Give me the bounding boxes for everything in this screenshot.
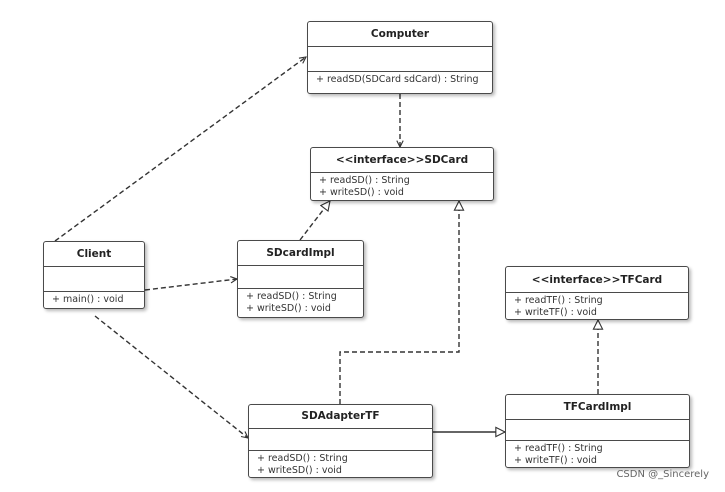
class-tfcard[interactable]: <<interface>>TFCard + readTF() : String …	[505, 266, 689, 320]
operation: + readSD() : String	[246, 291, 337, 302]
class-name: <<interface>>SDCard	[335, 154, 469, 166]
operation: + readSD(SDCard sdCard) : String	[316, 74, 479, 85]
class-sdcard[interactable]: <<interface>>SDCard + readSD() : String …	[310, 147, 494, 201]
operation: + writeTF() : void	[514, 455, 597, 466]
relation-sdcardimpl-sdcard	[299, 201, 330, 241]
class-name: Computer	[370, 28, 430, 40]
attributes-section	[249, 427, 432, 450]
operations-section: + readSD() : String + writeSD() : void	[238, 288, 363, 317]
operations-section: + main() : void	[44, 291, 144, 308]
operation: + readSD() : String	[257, 453, 348, 464]
operation: + writeSD() : void	[319, 187, 404, 198]
class-computer[interactable]: Computer + readSD(SDCard sdCard) : Strin…	[307, 21, 493, 94]
operations-section: + readTF() : String + writeTF() : void	[506, 440, 689, 467]
operation: + writeSD() : void	[246, 303, 331, 314]
operation: + readTF() : String	[514, 443, 603, 454]
operation: + writeTF() : void	[514, 307, 597, 318]
operation: + writeSD() : void	[257, 465, 342, 476]
operation: + main() : void	[52, 294, 124, 305]
attributes-section	[238, 265, 363, 288]
class-name: <<interface>>TFCard	[531, 273, 663, 286]
class-name: SDcardImpl	[266, 247, 335, 259]
class-name: SDAdapterTF	[301, 410, 380, 423]
operations-section: + readSD(SDCard sdCard) : String	[308, 71, 492, 93]
class-client[interactable]: Client + main() : void	[43, 241, 145, 309]
relation-client-sdadaptertf	[94, 315, 248, 438]
watermark: CSDN @_Sincerely	[616, 469, 709, 480]
attributes-section	[44, 266, 144, 291]
operation: + readSD() : String	[319, 175, 410, 186]
attributes-section	[308, 46, 492, 71]
operation: + readTF() : String	[514, 295, 603, 306]
class-sdadaptertf[interactable]: SDAdapterTF + readSD() : String + writeS…	[248, 404, 433, 478]
operations-section: + readTF() : String + writeTF() : void	[506, 292, 688, 319]
class-tfcardimpl[interactable]: TFCardImpl + readTF() : String + writeTF…	[505, 394, 690, 468]
relation-client-sdcardimpl	[144, 279, 237, 291]
class-name: Client	[76, 248, 112, 260]
class-name: TFCardImpl	[563, 401, 632, 414]
operations-section: + readSD() : String + writeSD() : void	[249, 450, 432, 477]
attributes-section	[506, 419, 689, 440]
operations-section: + readSD() : String + writeSD() : void	[311, 172, 493, 200]
relation-sdadaptertf-sdcard	[339, 201, 459, 404]
relation-client-computer	[54, 57, 306, 242]
class-sdcardimpl[interactable]: SDcardImpl + readSD() : String + writeSD…	[237, 240, 364, 318]
